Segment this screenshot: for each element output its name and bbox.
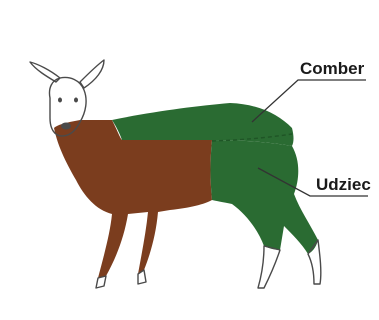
nose: [61, 123, 71, 130]
right-ear: [80, 60, 104, 88]
left-ear: [30, 62, 60, 82]
body-brown-region: [54, 120, 212, 278]
right-eye: [74, 98, 78, 103]
hind-left-lower-leg: [258, 246, 280, 288]
left-eye: [58, 98, 62, 103]
front-left-hoof: [96, 276, 106, 288]
comber-label: Comber: [300, 59, 365, 78]
udziec-region: [211, 140, 319, 254]
udziec-label: Udziec: [316, 175, 371, 194]
